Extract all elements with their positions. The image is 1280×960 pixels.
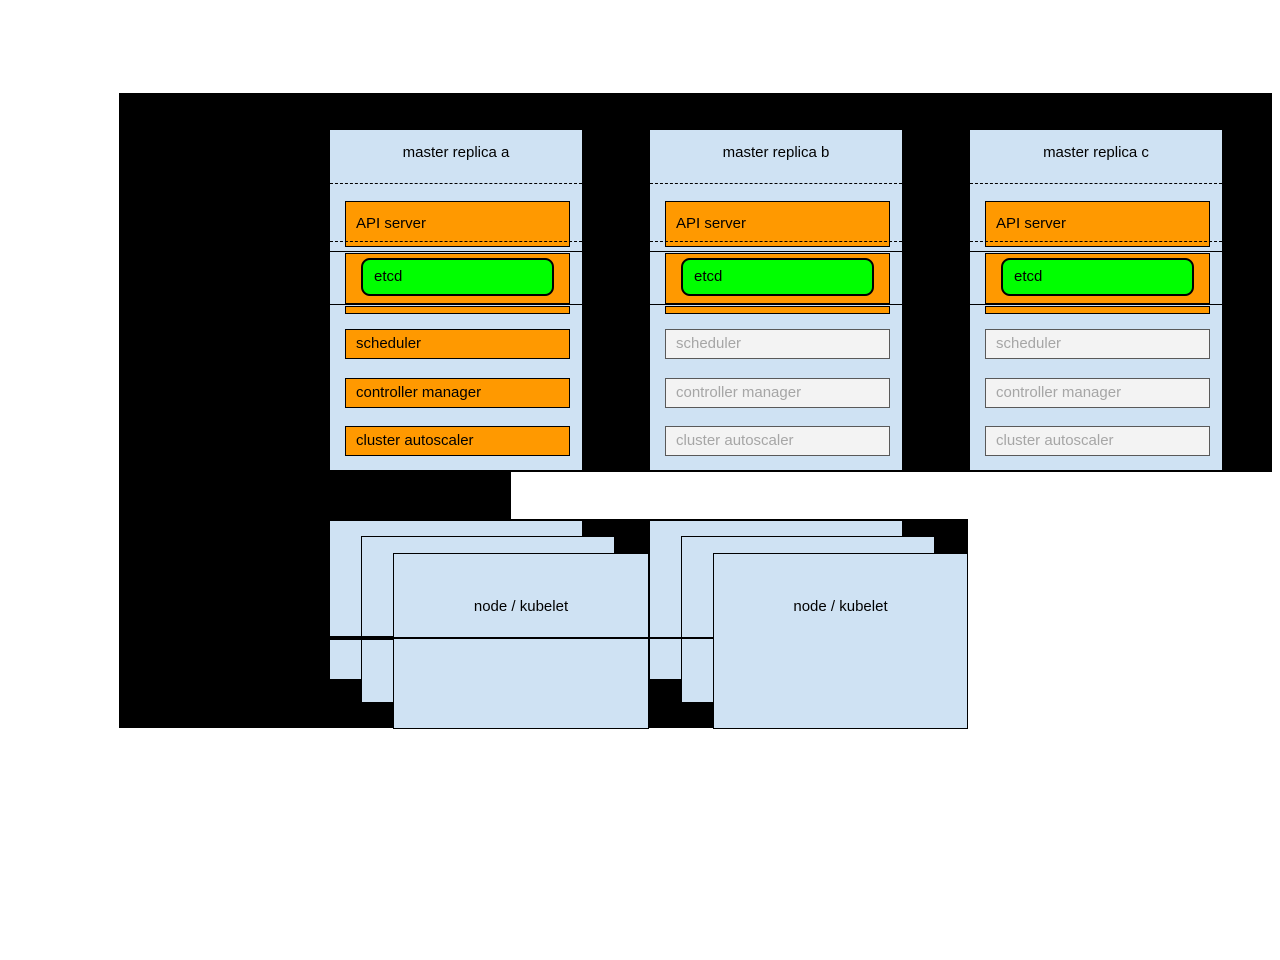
node-title: node / kubelet (793, 598, 888, 615)
scheduler-box: scheduler (985, 329, 1210, 359)
panel-title: master replica c (1043, 144, 1149, 161)
dashed-divider (650, 183, 902, 184)
api-server-box: API server (345, 201, 570, 247)
orange-strip (345, 306, 570, 314)
etcd-box: etcd (1001, 258, 1194, 296)
controller-manager-box: controller manager (345, 378, 570, 408)
controller-manager-box: controller manager (665, 378, 890, 408)
node-box-front: node / kubelet (393, 553, 649, 729)
dashed-divider (330, 241, 582, 242)
dashed-divider (650, 241, 902, 242)
scheduler-box: scheduler (665, 329, 890, 359)
dashed-divider (330, 183, 582, 184)
node-divider-line (393, 637, 713, 639)
etcd-box: etcd (361, 258, 554, 296)
solid-divider (650, 304, 902, 305)
dashed-divider (970, 183, 1222, 184)
cluster-autoscaler-box: cluster autoscaler (665, 426, 890, 456)
etcd-box: etcd (681, 258, 874, 296)
node-box-front: node / kubelet (713, 553, 968, 729)
solid-divider (970, 304, 1222, 305)
node-title: node / kubelet (473, 598, 569, 615)
scheduler-box: scheduler (345, 329, 570, 359)
solid-divider (650, 251, 902, 252)
panel-title: master replica b (722, 144, 830, 161)
controller-manager-box: controller manager (985, 378, 1210, 408)
master-replica-c-panel: master replica c API server etcd schedul… (969, 129, 1223, 471)
node-divider-line (329, 636, 393, 640)
master-replica-b-panel: master replica b API server etcd schedul… (649, 129, 903, 471)
orange-strip (985, 306, 1210, 314)
background-black-region-left-strip (119, 472, 511, 519)
master-replica-a-panel: master replica a API server etcd schedul… (329, 129, 583, 471)
etcd-container-box: etcd (985, 253, 1210, 304)
api-server-box: API server (665, 201, 890, 247)
api-server-box: API server (985, 201, 1210, 247)
etcd-container-box: etcd (345, 253, 570, 304)
solid-divider (330, 251, 582, 252)
solid-divider (330, 304, 582, 305)
cluster-autoscaler-box: cluster autoscaler (985, 426, 1210, 456)
etcd-container-box: etcd (665, 253, 890, 304)
panel-title: master replica a (402, 144, 510, 161)
cluster-autoscaler-box: cluster autoscaler (345, 426, 570, 456)
dashed-divider (970, 241, 1222, 242)
solid-divider (970, 251, 1222, 252)
orange-strip (665, 306, 890, 314)
